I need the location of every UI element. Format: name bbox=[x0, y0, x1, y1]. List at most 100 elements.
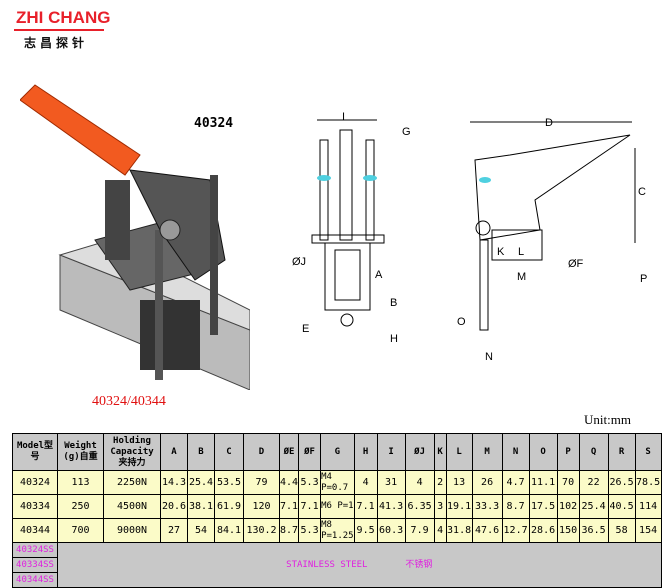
stainless-note-en: STAINLESS STEEL bbox=[286, 559, 368, 570]
cell-j: 7.9 bbox=[404, 518, 435, 543]
cell-f: 5.3 bbox=[298, 518, 322, 543]
cell-b: 54 bbox=[187, 518, 215, 543]
cell-n: 8.7 bbox=[501, 494, 530, 519]
cell-e: 4.4 bbox=[278, 470, 300, 495]
cell-g: M8 P=1.25 bbox=[320, 518, 355, 543]
column-header: L bbox=[445, 433, 473, 471]
dim-label-m: M bbox=[517, 271, 526, 283]
stainless-note: STAINLESS STEEL 不锈钢 bbox=[57, 542, 662, 588]
column-header: A bbox=[160, 433, 188, 471]
cell-i: 31 bbox=[376, 470, 406, 495]
column-header: O bbox=[528, 433, 558, 471]
cell-g: M4 P=0.7 bbox=[320, 470, 355, 495]
column-header: R bbox=[607, 433, 636, 471]
cell-a: 27 bbox=[160, 518, 188, 543]
cell-j: 6.35 bbox=[404, 494, 435, 519]
cell-capacity: 9000N bbox=[103, 518, 161, 543]
cell-s: 154 bbox=[634, 518, 662, 543]
cell-a: 14.3 bbox=[160, 470, 188, 495]
cell-m: 26 bbox=[471, 470, 503, 495]
cell-o: 28.6 bbox=[528, 518, 558, 543]
dim-label-c: C bbox=[638, 186, 646, 198]
dim-label-o: O bbox=[457, 316, 466, 328]
cell-e: 8.7 bbox=[278, 518, 300, 543]
cell-m: 47.6 bbox=[471, 518, 503, 543]
column-header: I bbox=[376, 433, 406, 471]
cell-l: 31.8 bbox=[445, 518, 473, 543]
column-header: D bbox=[243, 433, 280, 471]
cell-k: 4 bbox=[433, 518, 447, 543]
dim-label-n: N bbox=[485, 351, 493, 363]
cell-n: 4.7 bbox=[501, 470, 530, 495]
cell-k: 2 bbox=[433, 470, 447, 495]
column-header: ØE bbox=[278, 433, 300, 471]
cell-l: 19.1 bbox=[445, 494, 473, 519]
cell-p: 102 bbox=[556, 494, 580, 519]
dim-label-h: H bbox=[390, 333, 398, 345]
stainless-model: 40334SS bbox=[12, 557, 58, 573]
cell-q: 25.4 bbox=[578, 494, 609, 519]
column-header: N bbox=[501, 433, 530, 471]
stainless-model: 40344SS bbox=[12, 572, 58, 588]
dim-label-d: D bbox=[545, 117, 553, 129]
cell-a: 20.6 bbox=[160, 494, 188, 519]
cell-p: 70 bbox=[556, 470, 580, 495]
cell-g: M6 P=1 bbox=[320, 494, 355, 519]
dim-label-p: P bbox=[640, 273, 647, 285]
dim-label-k: K bbox=[497, 246, 505, 258]
cell-c: 84.1 bbox=[214, 518, 244, 543]
cell-capacity: 2250N bbox=[103, 470, 161, 495]
cell-p: 150 bbox=[556, 518, 580, 543]
column-header: Weight (g)自重 bbox=[57, 433, 104, 471]
model-label: 40324 bbox=[194, 116, 234, 131]
column-header: B bbox=[187, 433, 215, 471]
cell-weight: 250 bbox=[57, 494, 104, 519]
dim-label-e: E bbox=[302, 323, 309, 335]
stainless-model: 40324SS bbox=[12, 542, 58, 558]
dim-label-g: G bbox=[402, 126, 411, 138]
cell-h: 7.1 bbox=[353, 494, 378, 519]
cell-f: 7.1 bbox=[298, 494, 322, 519]
cell-b: 25.4 bbox=[187, 470, 215, 495]
stainless-row: 40334SS bbox=[12, 557, 662, 573]
cell-d: 79 bbox=[243, 470, 280, 495]
cell-model: 40324 bbox=[12, 470, 58, 495]
column-header: Model型号 bbox=[12, 433, 58, 471]
cell-s: 78.5 bbox=[634, 470, 662, 495]
dim-label-i: I bbox=[342, 111, 345, 123]
column-header: K bbox=[433, 433, 447, 471]
stainless-note-cn: 不锈钢 bbox=[405, 559, 433, 570]
cell-m: 33.3 bbox=[471, 494, 503, 519]
column-header: S bbox=[634, 433, 662, 471]
cell-d: 130.2 bbox=[243, 518, 280, 543]
cell-h: 4 bbox=[353, 470, 378, 495]
photo-caption: 40324/40344 bbox=[92, 394, 166, 409]
dim-label-b: B bbox=[390, 297, 397, 309]
cell-q: 36.5 bbox=[578, 518, 609, 543]
cell-n: 12.7 bbox=[501, 518, 530, 543]
column-header: P bbox=[556, 433, 580, 471]
cell-s: 114 bbox=[634, 494, 662, 519]
column-header: ØF bbox=[298, 433, 322, 471]
cell-b: 38.1 bbox=[187, 494, 215, 519]
dim-label-l: L bbox=[518, 246, 524, 258]
column-header: Q bbox=[578, 433, 609, 471]
stainless-row: 40344SS bbox=[12, 572, 662, 588]
front-view-diagram: I G ØJ A B E H bbox=[292, 111, 411, 345]
cell-d: 120 bbox=[243, 494, 280, 519]
logo-underline bbox=[14, 29, 104, 31]
cell-c: 61.9 bbox=[214, 494, 244, 519]
column-header: H bbox=[353, 433, 378, 471]
cell-c: 53.5 bbox=[214, 470, 244, 495]
brand-logo: ZHI CHANG 志昌探针 bbox=[10, 6, 110, 54]
cell-q: 22 bbox=[578, 470, 609, 495]
cell-r: 58 bbox=[607, 518, 636, 543]
dim-label-j: ØJ bbox=[292, 256, 306, 268]
cell-j: 4 bbox=[404, 470, 435, 495]
cell-e: 7.1 bbox=[278, 494, 300, 519]
